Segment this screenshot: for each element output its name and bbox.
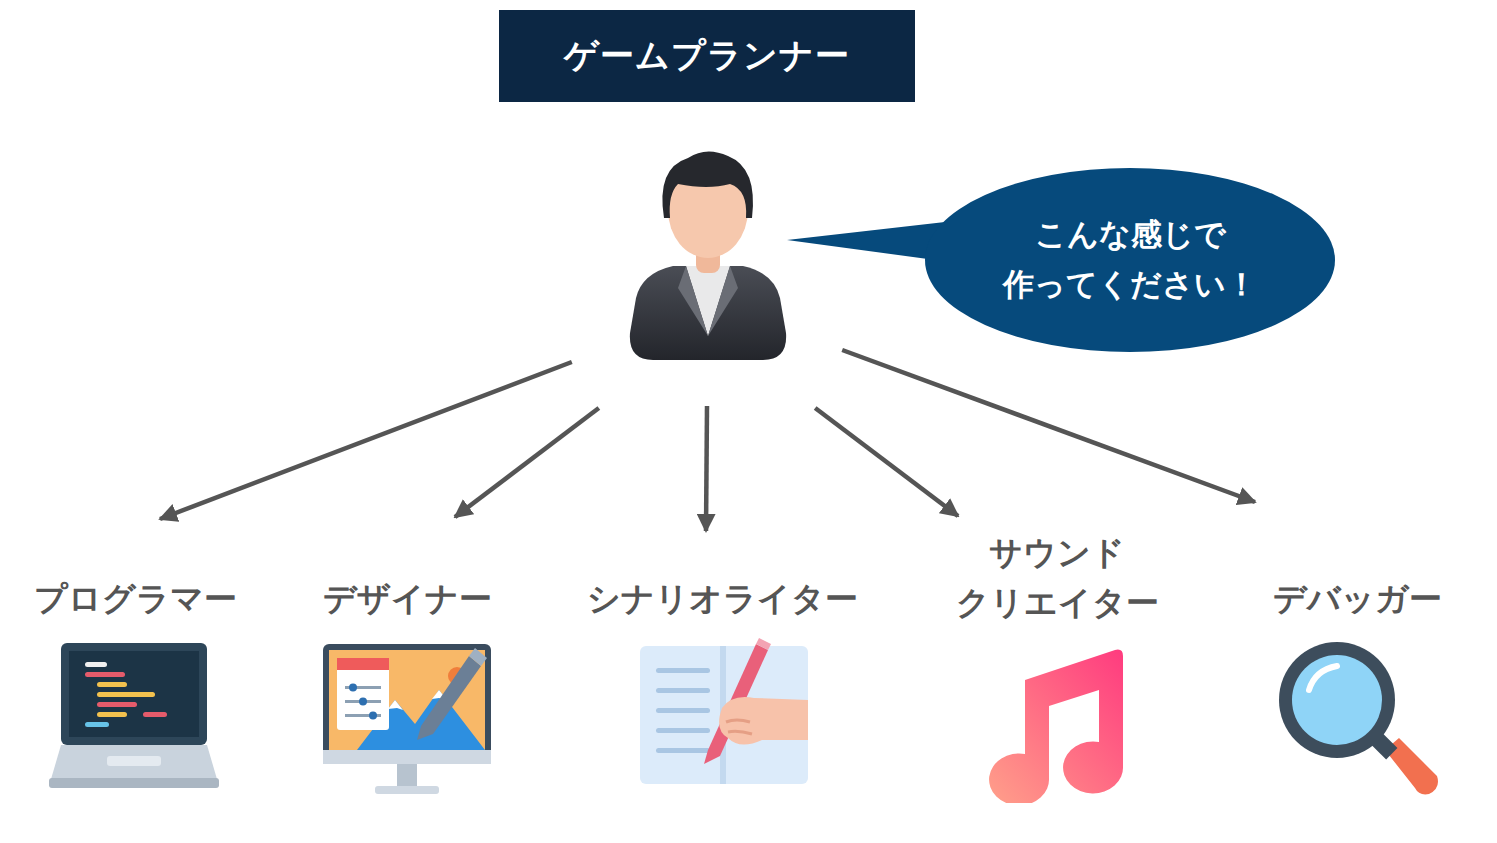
role-node: デザイナー — [267, 574, 547, 805]
speech-bubble: こんな感じで 作ってください！ — [925, 168, 1335, 352]
role-label: デバッガー — [1217, 574, 1497, 624]
laptop-icon — [45, 638, 225, 803]
arrow-connector — [455, 408, 599, 517]
arrow-connector — [842, 350, 1255, 502]
notebook-icon — [632, 638, 812, 803]
role-label: プログラマー — [0, 574, 275, 624]
music-icon — [967, 638, 1147, 803]
bubble-text: こんな感じで 作ってください！ — [965, 210, 1295, 309]
role-label: シナリオライター — [582, 574, 862, 624]
person-icon — [618, 138, 798, 368]
role-label: デザイナー — [267, 574, 547, 624]
arrow-connector — [706, 406, 707, 531]
role-node: サウンド クリエイター — [917, 528, 1197, 805]
role-node: プログラマー — [0, 574, 275, 805]
monitor-icon — [317, 638, 497, 803]
arrow-connector — [815, 408, 958, 516]
arrow-connector — [160, 362, 572, 519]
bubble-shape — [925, 168, 1335, 352]
role-label: サウンド クリエイター — [942, 528, 1172, 627]
planner-node: ゲームプランナー — [499, 10, 915, 366]
role-node: デバッガー — [1217, 574, 1497, 805]
role-node: シナリオライター — [582, 574, 862, 805]
magnifier-icon — [1267, 638, 1447, 803]
planner-title: ゲームプランナー — [499, 10, 915, 102]
